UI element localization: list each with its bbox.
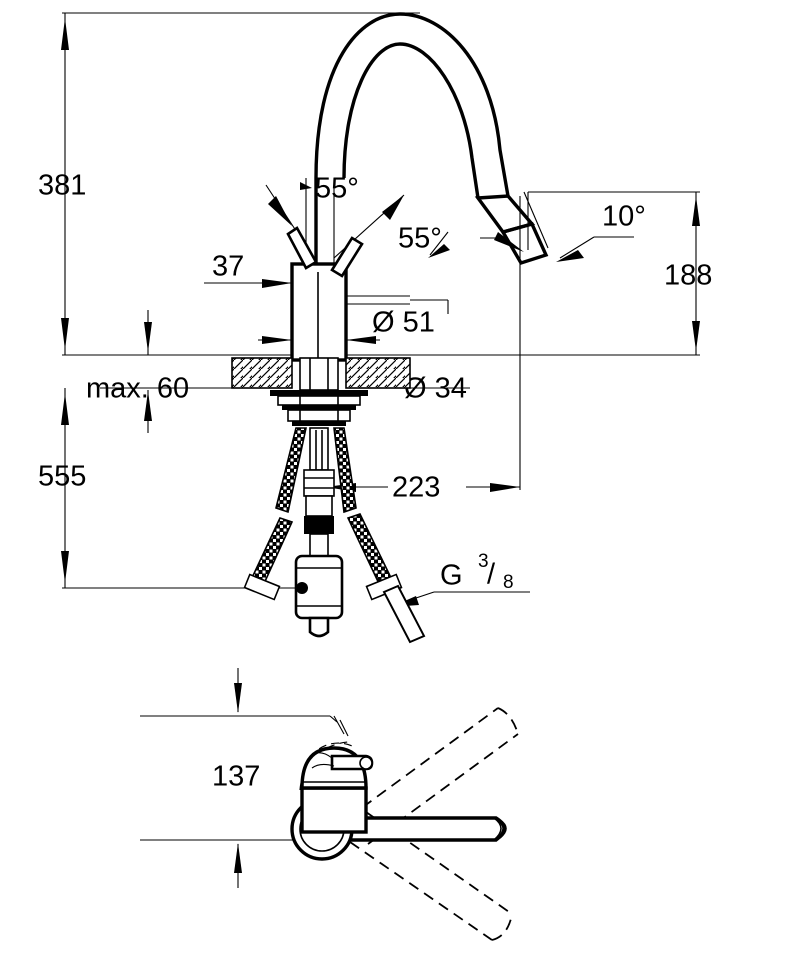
dimension-thread-slash: / [487,559,496,591]
spout-alt-position-lower [349,811,513,941]
dimension-381: 381 [38,13,86,355]
dimension-37-label: 37 [212,251,244,283]
dimension-555: 555 [38,388,86,588]
dimension-max60: max. 60 [86,310,189,433]
spout-inner-curve [342,42,480,199]
dimension-223-label: 223 [392,472,440,504]
pulldown-hose-assembly [303,427,335,565]
dimension-381-label: 381 [38,170,86,202]
faucet-elevation-geometry [231,12,549,644]
lever-plan [311,752,374,771]
dimension-thread-numerator: 3 [478,551,489,572]
dimension-137: 137 [140,668,330,888]
dimension-thread-denominator: 8 [503,572,514,593]
dimension-body-diameter: Ø 51 [258,295,449,344]
dimension-10deg-label: 10° [602,201,646,233]
dimension-d51-label: Ø 51 [372,307,435,339]
spout-alt-position-upper [347,707,519,845]
elevation-view: 381 555 max. 60 37 [38,12,712,644]
dimension-angle-right-label: 55° [398,223,442,255]
dimension-d34-label: Ø 34 [404,373,467,405]
dimension-max60-label: max. 60 [86,373,189,405]
dimension-thread-g38: G 3 / 8 [391,551,530,607]
dimension-188: 188 [664,192,712,355]
dimension-137-label: 137 [212,761,260,793]
countertop-section [231,357,411,389]
lever-left-position [286,226,318,270]
dimension-angle-right: 55° [333,194,450,259]
dimension-188-label: 188 [664,260,712,292]
dimension-thread-letter: G [440,560,463,592]
counterweight [294,554,344,638]
faucet-shank [299,357,339,391]
lever-leader-plan [329,715,349,737]
dimension-angle-spray: 10° [480,191,646,262]
supply-hoses-lower [243,513,426,644]
mixer-body [290,262,348,362]
mounting-hardware [270,390,368,426]
dimension-37: 37 [204,251,292,288]
dimension-555-label: 555 [38,461,86,493]
spout-outer-curve [314,12,510,355]
lever-right-position [330,236,364,278]
spray-head [474,194,549,266]
extension-lines [62,12,700,589]
plan-view: 137 [140,668,519,941]
supply-hoses-upper [275,427,357,514]
dimension-angle-left-label: 55° [315,173,359,205]
